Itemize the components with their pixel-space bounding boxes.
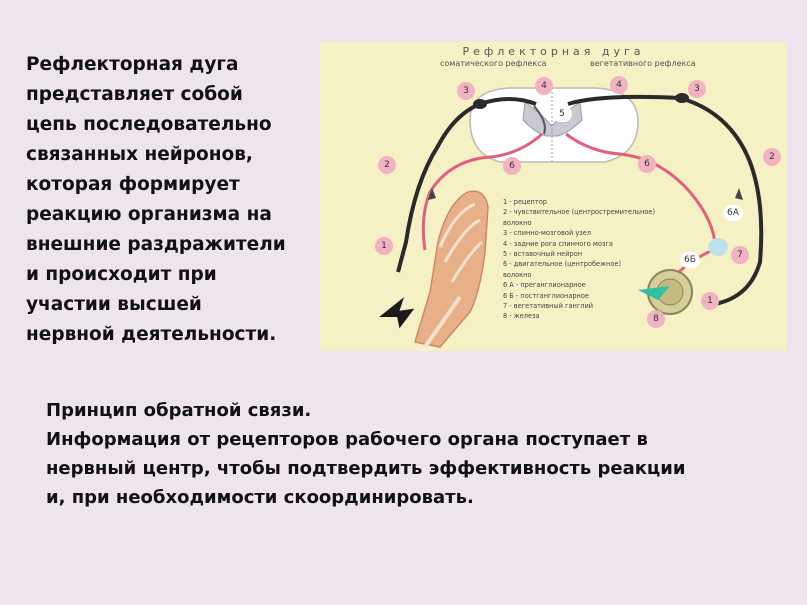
marker-6-right: 6	[638, 155, 656, 173]
marker-4-left: 4	[535, 77, 553, 95]
right-spinal-ganglion	[675, 93, 689, 103]
marker-8: 8	[647, 310, 665, 328]
marker-6b: 6Б	[680, 252, 700, 268]
legend-item: 6 Б - постганглионарное	[503, 291, 589, 300]
legend-item: волокно	[503, 218, 532, 227]
figure-subtitle-somatic: соматического рефлекса	[440, 59, 547, 68]
feedback-principle: Принцип обратной связи. Информация от ре…	[46, 396, 786, 512]
marker-3-right: 3	[688, 80, 706, 98]
autonomic-ganglion	[708, 238, 728, 256]
left-sensory-fiber	[396, 97, 537, 273]
right-motor-fiber	[565, 132, 717, 248]
marker-6a: 6А	[723, 205, 743, 221]
figure-title: Рефлекторная дуга	[462, 45, 645, 58]
reflex-arc-diagram: Рефлекторная дуга соматического рефлекса…	[320, 42, 787, 351]
marker-2-right: 2	[763, 148, 781, 166]
marker-4-right: 4	[610, 76, 628, 94]
legend-item: 7 - вегетативный ганглий	[503, 302, 594, 311]
gray-matter	[522, 101, 583, 137]
marker-2-left: 2	[378, 156, 396, 174]
arm-illustration	[414, 190, 489, 349]
interneuron	[533, 105, 546, 135]
principle-line: Информация от рецепторов рабочего органа…	[46, 429, 648, 450]
marker-5: 5	[552, 106, 572, 122]
stimulus-arrow	[379, 297, 415, 329]
legend-item: 3 - спинно-мозговой узел	[503, 229, 592, 238]
figure-subtitle-vegetative: вегетативного рефлекса	[590, 59, 696, 68]
intro-paragraph: Рефлекторная дуга представляет собой цеп…	[26, 54, 286, 345]
principle-title: Принцип обратной связи.	[46, 400, 312, 421]
reflex-arc-drawing	[379, 87, 764, 349]
legend-item: 1 - рецептор	[503, 198, 547, 206]
legend-item: 8 - железа	[503, 312, 540, 321]
left-spinal-ganglion	[473, 99, 487, 109]
legend-item: 2 - чувствительное (центростремительное)	[503, 208, 656, 217]
legend-item: 5 - вставочный нейрон	[503, 250, 583, 259]
left-motor-fiber	[421, 132, 544, 251]
right-sensory-fiber	[567, 94, 764, 306]
marker-6-left: 6	[503, 157, 521, 175]
marker-1-right: 1	[701, 292, 719, 310]
figure-legend: 1 - рецептор 2 - чувствительное (центрос…	[503, 197, 683, 322]
legend-item: 6 А - преганглионарное	[503, 281, 586, 290]
marker-7: 7	[731, 246, 749, 264]
marker-1-left: 1	[375, 237, 393, 255]
principle-line: нервный центр, чтобы подтвердить эффекти…	[46, 458, 686, 479]
legend-item: 6 - двигательное (центробежное)	[503, 260, 622, 269]
marker-3-left: 3	[457, 82, 475, 100]
legend-item: волокно	[503, 270, 532, 279]
principle-line: и, при необходимости скоординировать.	[46, 487, 474, 508]
legend-item: 4 - задние рога спинного мозга	[503, 239, 613, 248]
